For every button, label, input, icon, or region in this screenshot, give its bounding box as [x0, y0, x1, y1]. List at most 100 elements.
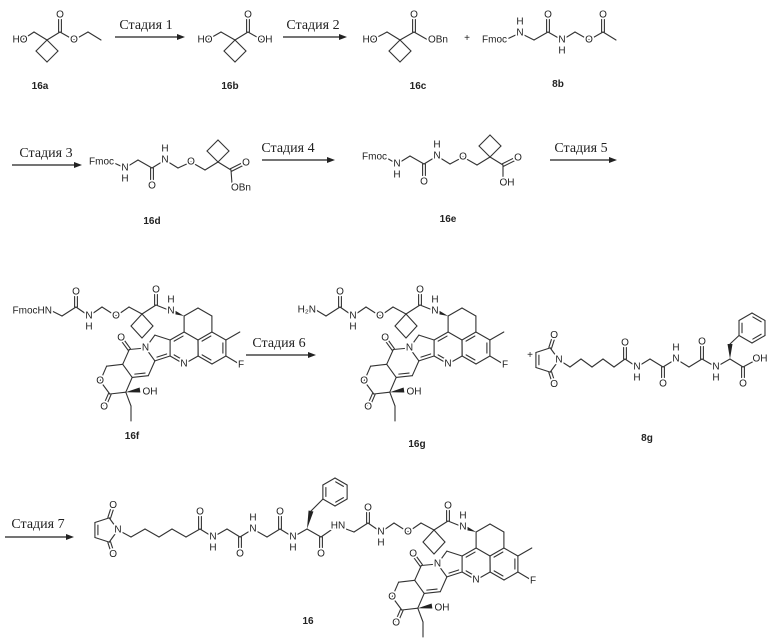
bond — [400, 40, 411, 51]
bond — [689, 359, 702, 367]
bond — [418, 608, 423, 622]
atom-label-o: O — [56, 10, 64, 21]
bond — [479, 146, 490, 157]
compound-label-16c: 16c — [410, 81, 427, 92]
step-1-label: Стадия 1 — [119, 18, 172, 33]
bond — [172, 529, 186, 537]
bond — [148, 361, 155, 376]
bond — [47, 40, 58, 51]
bond — [390, 392, 395, 406]
bond — [34, 32, 47, 40]
bond — [402, 608, 418, 610]
atom-label-n: N — [121, 163, 128, 174]
atom-label-n: N — [558, 35, 565, 46]
bond — [374, 392, 390, 394]
bond — [47, 51, 58, 62]
atom-label-o: O — [550, 330, 558, 341]
atom-label-h: H — [558, 46, 565, 57]
atom-label-n: N — [459, 522, 466, 533]
bond — [536, 348, 550, 353]
atom-label-n: N — [406, 343, 413, 354]
bond — [412, 361, 419, 376]
atom-label-h: H — [672, 343, 679, 354]
arrow-head — [177, 34, 185, 40]
atom-label-h: H — [516, 17, 523, 28]
bond — [316, 310, 326, 316]
atom-label-o: O — [599, 10, 607, 21]
bond — [36, 40, 47, 51]
bond — [447, 551, 462, 556]
atom-label-o: O — [409, 549, 417, 560]
bond — [434, 332, 448, 340]
atom-label-h: H — [85, 322, 92, 333]
aromatic-inner-bond — [135, 373, 145, 374]
bond — [440, 577, 447, 592]
bond — [198, 356, 212, 364]
compound-label-16b: 16b — [221, 81, 238, 92]
bond — [534, 32, 548, 40]
atom-label-oh: OH — [258, 35, 273, 46]
step-3-label: Стадия 3 — [19, 146, 72, 161]
atom-label-o: O — [376, 311, 384, 322]
atom-label-h: H — [431, 295, 438, 306]
bond — [434, 530, 445, 542]
bond — [396, 376, 412, 378]
bond — [123, 364, 133, 377]
bond — [406, 326, 417, 338]
atom-label-oh: OH — [407, 387, 422, 398]
atom-label-h: H — [712, 373, 719, 384]
bond — [88, 32, 101, 40]
bond — [221, 32, 235, 40]
bond — [406, 305, 420, 314]
bond-layer — [22, 17, 765, 637]
atom-label-n: N — [672, 354, 679, 365]
bond — [110, 392, 126, 394]
bond — [418, 593, 424, 608]
compound-label-16a: 16a — [32, 81, 49, 92]
bond — [47, 32, 60, 40]
atom-label-o: O — [96, 376, 104, 387]
wedge-bond — [307, 510, 313, 529]
atom-label-o: O — [336, 287, 344, 298]
atom-label-o: O — [244, 10, 252, 21]
atom-label-n: N — [431, 306, 438, 317]
bond — [423, 542, 434, 554]
step-7-label: Стадия 7 — [11, 517, 64, 532]
atom-label-oh: OH — [143, 387, 158, 398]
bond — [371, 364, 387, 366]
bond — [518, 548, 532, 556]
atom-label-n: N — [555, 355, 562, 366]
bond — [323, 478, 335, 485]
arrow-head — [339, 34, 347, 40]
atom-label-o: O — [117, 333, 125, 344]
atom-label-o: O — [404, 527, 412, 538]
bond — [226, 332, 240, 340]
step-4-label: Стадия 4 — [261, 141, 314, 156]
compound-label-8b: 8b — [552, 79, 564, 90]
bond — [400, 51, 411, 62]
bond — [235, 40, 246, 51]
bond — [421, 523, 434, 530]
bond — [224, 51, 235, 62]
bond — [387, 350, 394, 365]
atom-label-n: N — [161, 155, 168, 166]
atom-label-n: N — [114, 525, 121, 536]
arrow-step-2 — [283, 34, 347, 40]
bond — [205, 162, 218, 170]
arrow-step-3 — [12, 162, 82, 168]
arrow-step-7 — [5, 534, 74, 540]
bond — [335, 499, 347, 506]
atom-label-o: O — [109, 549, 117, 560]
bond — [730, 336, 739, 345]
bond — [490, 524, 504, 532]
bond — [224, 40, 235, 51]
atom-label-o: O — [459, 152, 467, 163]
bond — [490, 548, 504, 556]
atom-label-n: N — [349, 311, 356, 322]
atom-label-n: N — [209, 532, 216, 543]
compound-label-16f: 16f — [125, 431, 140, 442]
bond — [462, 356, 476, 364]
bond — [490, 135, 501, 146]
atom-label-n: N — [289, 532, 296, 543]
aromatic-inner-bond — [399, 373, 409, 374]
